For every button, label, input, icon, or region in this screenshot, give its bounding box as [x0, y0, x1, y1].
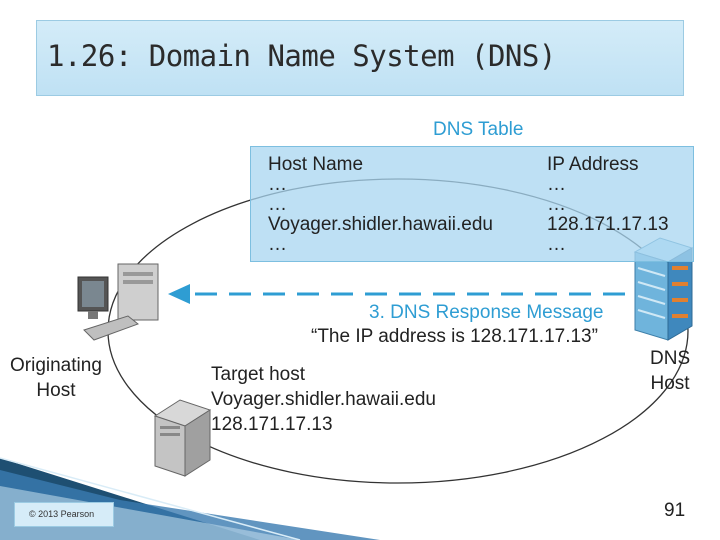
ip-address-header: IP Address	[547, 154, 639, 175]
ip-row: …	[547, 194, 566, 215]
response-message-title: 3. DNS Response Message	[369, 302, 604, 323]
host-row: …	[268, 174, 287, 195]
dns-host-label: DNS Host	[650, 348, 691, 394]
dns-table-title: DNS Table	[433, 119, 524, 140]
ip-address-column: IP Address … … 128.171.17.13 …	[547, 155, 669, 255]
ip-row: …	[547, 234, 566, 255]
copyright-notice: © 2013 Pearson	[14, 502, 114, 527]
response-arrow-head	[168, 284, 190, 304]
response-message-text: “The IP address is 128.171.17.13”	[311, 326, 598, 347]
host-row: Voyager.shidler.hawaii.edu	[268, 214, 493, 235]
host-row: …	[268, 194, 287, 215]
originating-host-label: Originating Host	[10, 355, 102, 401]
host-name-column: Host Name … … Voyager.shidler.hawaii.edu…	[268, 155, 493, 255]
title-banner: 1.26: Domain Name System (DNS)	[36, 20, 684, 96]
host-row: …	[268, 234, 287, 255]
host-name-header: Host Name	[268, 154, 364, 175]
ip-row: …	[547, 174, 566, 195]
slide-title: 1.26: Domain Name System (DNS)	[47, 39, 556, 73]
target-host-server-icon	[153, 399, 212, 477]
originating-host-computer-icon	[77, 263, 159, 341]
dns-table: Host Name … … Voyager.shidler.hawaii.edu…	[250, 146, 694, 262]
target-host-label: Target host Voyager.shidler.hawaii.edu 1…	[211, 364, 436, 435]
page-number: 91	[664, 500, 686, 521]
ip-row: 128.171.17.13	[547, 214, 669, 235]
